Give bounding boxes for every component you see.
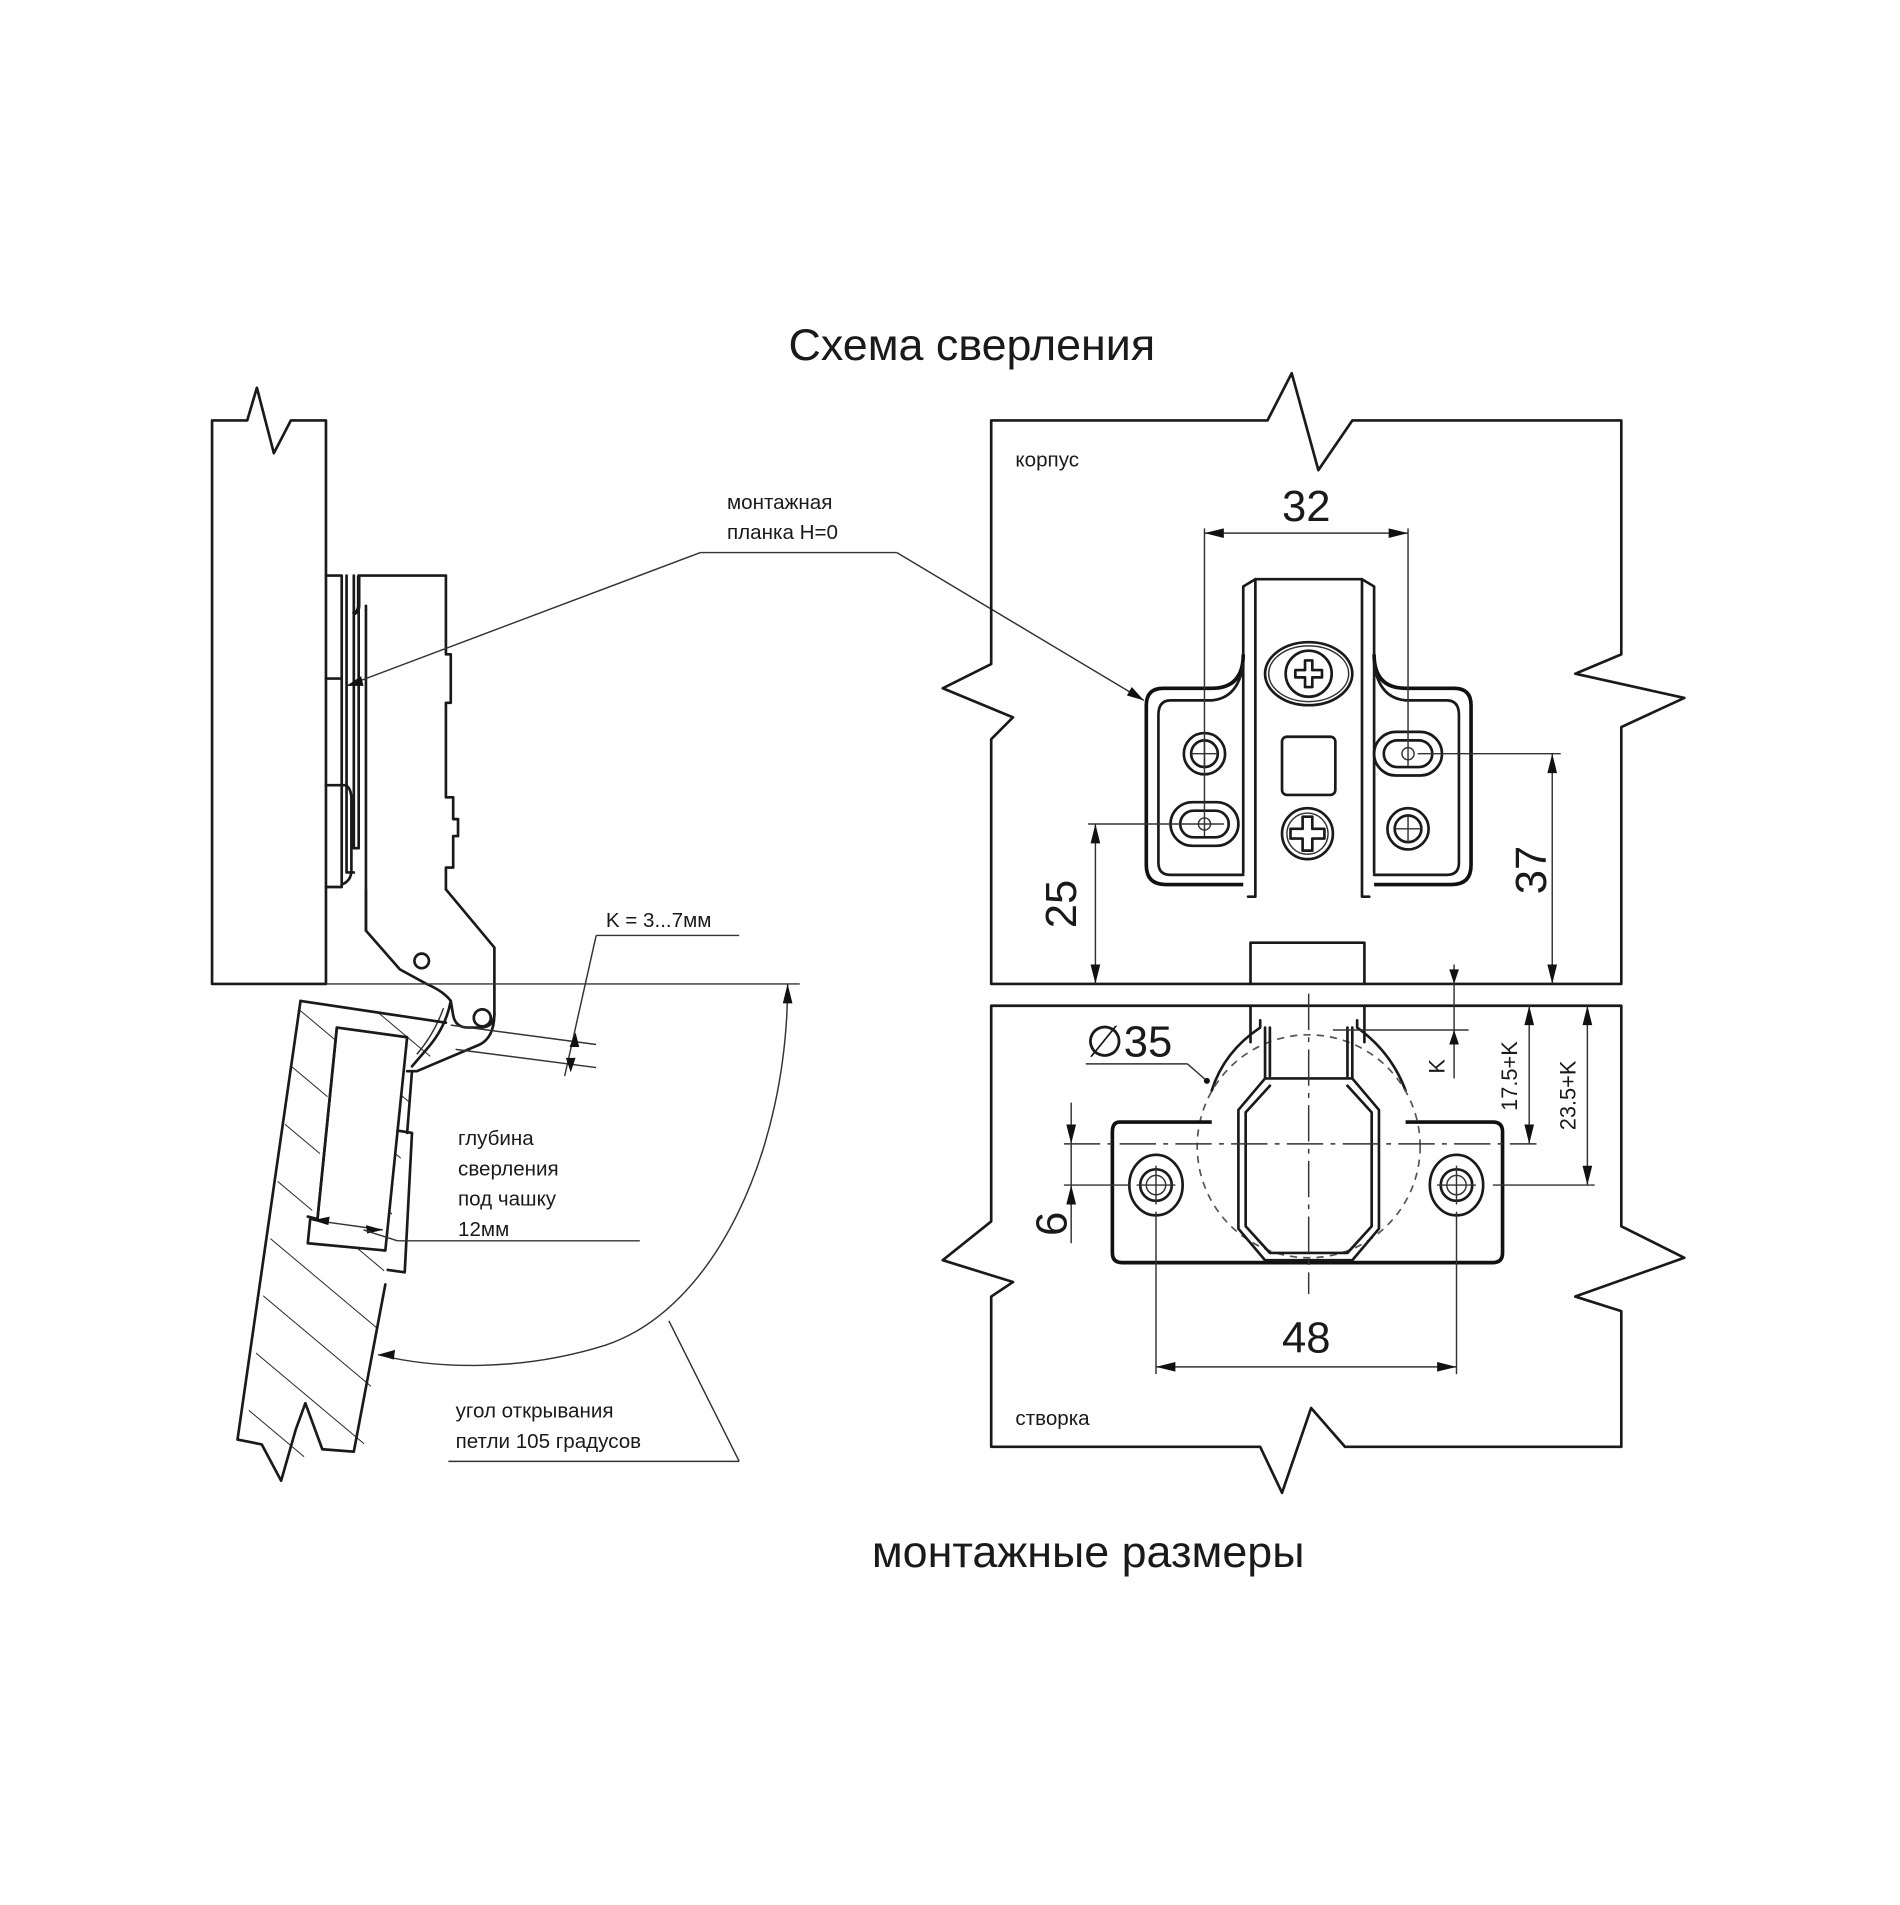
adjustment-screw-top [1263,640,1354,707]
hinge-arm-side [357,574,496,1073]
dim-32-label: 32 [1282,483,1331,531]
cup-screw-left [1128,1153,1184,1217]
drill-depth-label-line4: 12мм [458,1218,509,1241]
mounting-plate-label-line1: монтажная [727,491,832,514]
dim-32: 32 [1203,483,1409,837]
dim-48: 48 [1155,1211,1458,1375]
k-range-label: K = 3...7мм [606,909,712,932]
opening-angle-label: угол открывания петли 105 градусов [456,1400,642,1453]
hinge-arm-front [1241,577,1376,1044]
dim-k: K [1332,964,1469,1079]
drill-depth-label-line3: под чашку [458,1188,557,1211]
dim-23-5-k-label: 23.5+K [1555,1060,1580,1130]
opening-angle-label-line1: угол открывания [456,1400,614,1423]
k-gap-dimension: K = 3...7мм [450,909,740,1077]
drill-depth-label-line2: сверления [458,1157,559,1180]
dim-25-label: 25 [1038,880,1086,929]
door-section [236,999,448,1483]
drill-depth-label: глубина сверления под чашку 12мм [458,1127,564,1241]
cup-flange [386,1129,414,1274]
dim-25: 25 [1038,823,1224,984]
top-title: Схема сверления [788,319,1155,370]
dim-17-5-k: 17.5+K [1497,1005,1535,1144]
cup-screw-right [1428,1153,1485,1217]
hinge-cup-front [1063,993,1537,1295]
dim-37-label: 37 [1508,846,1556,895]
plate-square-slot [1280,735,1337,797]
hinge-pivot-upper [413,952,431,970]
adjustment-screw-bottom [1280,806,1335,861]
right-front-view: корпус створка [941,371,1686,1495]
cabinet-label: корпус [1015,449,1079,472]
dim-k-label: K [1424,1059,1449,1074]
mounting-plate-label: монтажная планка H=0 [727,491,838,544]
dim-23-5-k: 23.5+K [1492,1005,1595,1186]
hinge-pivot-lower [472,1008,493,1028]
dim-37: 37 [1417,752,1561,984]
mounting-plate-callout: монтажная планка H=0 [700,491,1145,702]
drill-depth-label-line1: глубина [458,1127,534,1150]
cup-recess [307,1027,408,1251]
mounting-plate-label-line2: планка H=0 [727,521,838,544]
dim-48-label: 48 [1282,1314,1331,1362]
plate-hole-bottom-right [1386,806,1430,851]
dim-17-5-k-label: 17.5+K [1497,1041,1522,1111]
cup-drill-circle [1196,1033,1422,1259]
dim-6: 6 [1028,1102,1130,1244]
left-side-view: K = 3...7мм глубина сверления под чашку … [210,386,800,1483]
drill-depth-dimension [312,1216,640,1242]
bottom-title: монтажные размеры [872,1526,1305,1577]
opening-angle-arc [377,983,793,1463]
mounting-plate-leader [346,551,701,687]
door-label: створка [1015,1407,1090,1430]
cabinet-panel [210,386,328,986]
opening-angle-label-line2: петли 105 градусов [456,1430,642,1453]
cabinet-front-panel [941,371,1686,986]
mounting-plate-front [1144,640,1473,887]
mounting-plate-side [324,574,361,889]
dim-diameter-35-label: ∅35 [1086,1019,1173,1067]
dim-diameter-35: ∅35 [1086,1019,1210,1084]
door-front-panel [941,1004,1686,1495]
dim-6-label: 6 [1028,1212,1076,1236]
